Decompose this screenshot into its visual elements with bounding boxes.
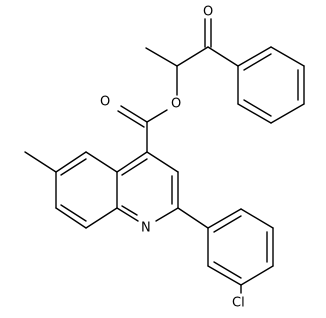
bond-aryl-5 [207,265,242,286]
atom-o-ester: O [171,97,181,112]
bond-phenyl-inner-3 [243,99,272,117]
bond-c7-c8-a [55,207,87,229]
bond-c5-c6-a [55,151,87,173]
bond-n-c8a-a [116,207,139,222]
bond-ester-carbonyl-a [120,105,148,123]
bond-phenyl-1 [237,46,272,67]
bond-ketone-to-phenyl [207,46,239,67]
bond-aryl-inner-3 [213,261,242,279]
bond-aryl-4 [240,265,274,286]
bond-c4a-c4-a [116,151,148,173]
bond-c8-c8a [85,207,118,229]
bond-aryl-2 [240,208,274,229]
bond-c4a-c5 [85,151,118,173]
bond-phenyl-5 [237,103,272,124]
bond-aryl-1 [207,208,242,229]
bond-ch-methyl [145,47,178,67]
bond-c2-n [155,207,179,222]
bond-ester-carbonyl-b [117,110,145,128]
bond-c4a-c4-b [121,158,148,176]
bond-phenyl-inner-1 [243,53,272,71]
bond-phenyl-4 [270,103,305,124]
bonds [24,18,305,294]
bond-ketone-to-ch [176,46,209,67]
bond-c6-methyl [24,151,57,173]
atom-labels: O O O N Cl [100,5,245,311]
bond-c7-c8-b [60,204,87,222]
bond-c4-c3 [146,151,179,173]
atom-cl: Cl [232,296,245,311]
bond-c5-c6-b [60,158,87,176]
atom-n-quinoline: N [141,221,151,236]
atom-o-carbonyl: O [100,95,110,110]
bond-c2-to-aryl [177,207,209,229]
atom-o-ketone: O [203,5,213,20]
bond-n-c8a-b [121,205,138,216]
bond-phenyl-2 [270,46,305,67]
bond-o-to-ester-c [146,109,168,123]
bond-aryl-inner-1 [213,215,242,233]
